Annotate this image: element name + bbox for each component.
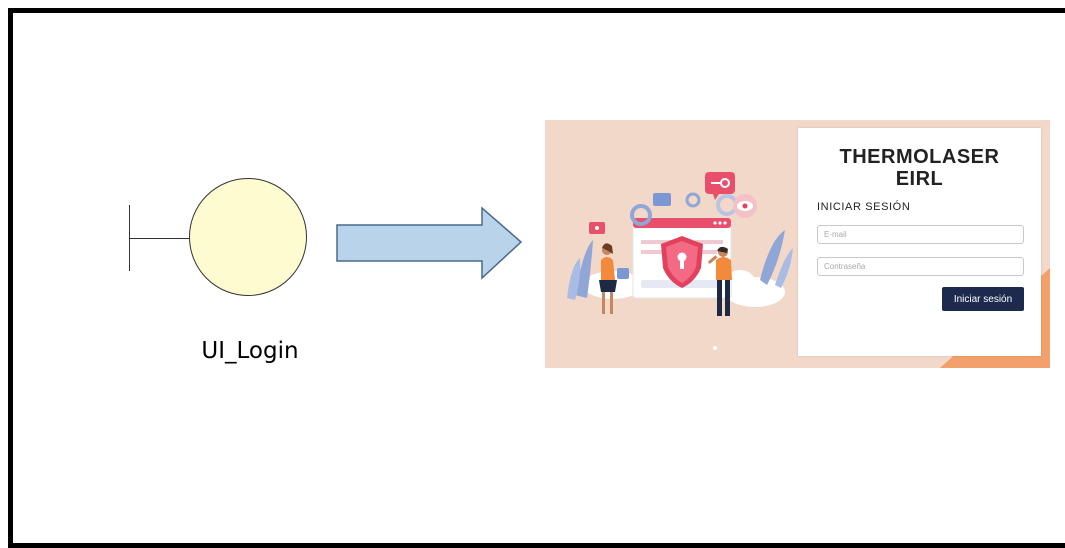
brand-title-line1: THERMOLASER [839, 146, 1000, 168]
form-title: INICIAR SESIÓN [817, 201, 911, 213]
carousel-dot[interactable] [713, 346, 717, 350]
password-field[interactable] [817, 257, 1024, 276]
security-illustration [567, 172, 793, 316]
boundary-horizontal-line [129, 238, 189, 239]
boundary-label: UI_Login [201, 338, 299, 364]
boundary-circle [189, 178, 307, 296]
brand-title: THERMOLASER EIRL [798, 146, 1041, 190]
login-screen-preview: THERMOLASER EIRL INICIAR SESIÓN Iniciar … [545, 120, 1050, 368]
brand-title-line2: EIRL [895, 168, 944, 190]
email-field[interactable] [817, 225, 1024, 244]
right-arrow-icon [336, 206, 523, 280]
login-button[interactable]: Iniciar sesión [942, 287, 1024, 311]
login-card: THERMOLASER EIRL INICIAR SESIÓN Iniciar … [798, 128, 1041, 356]
